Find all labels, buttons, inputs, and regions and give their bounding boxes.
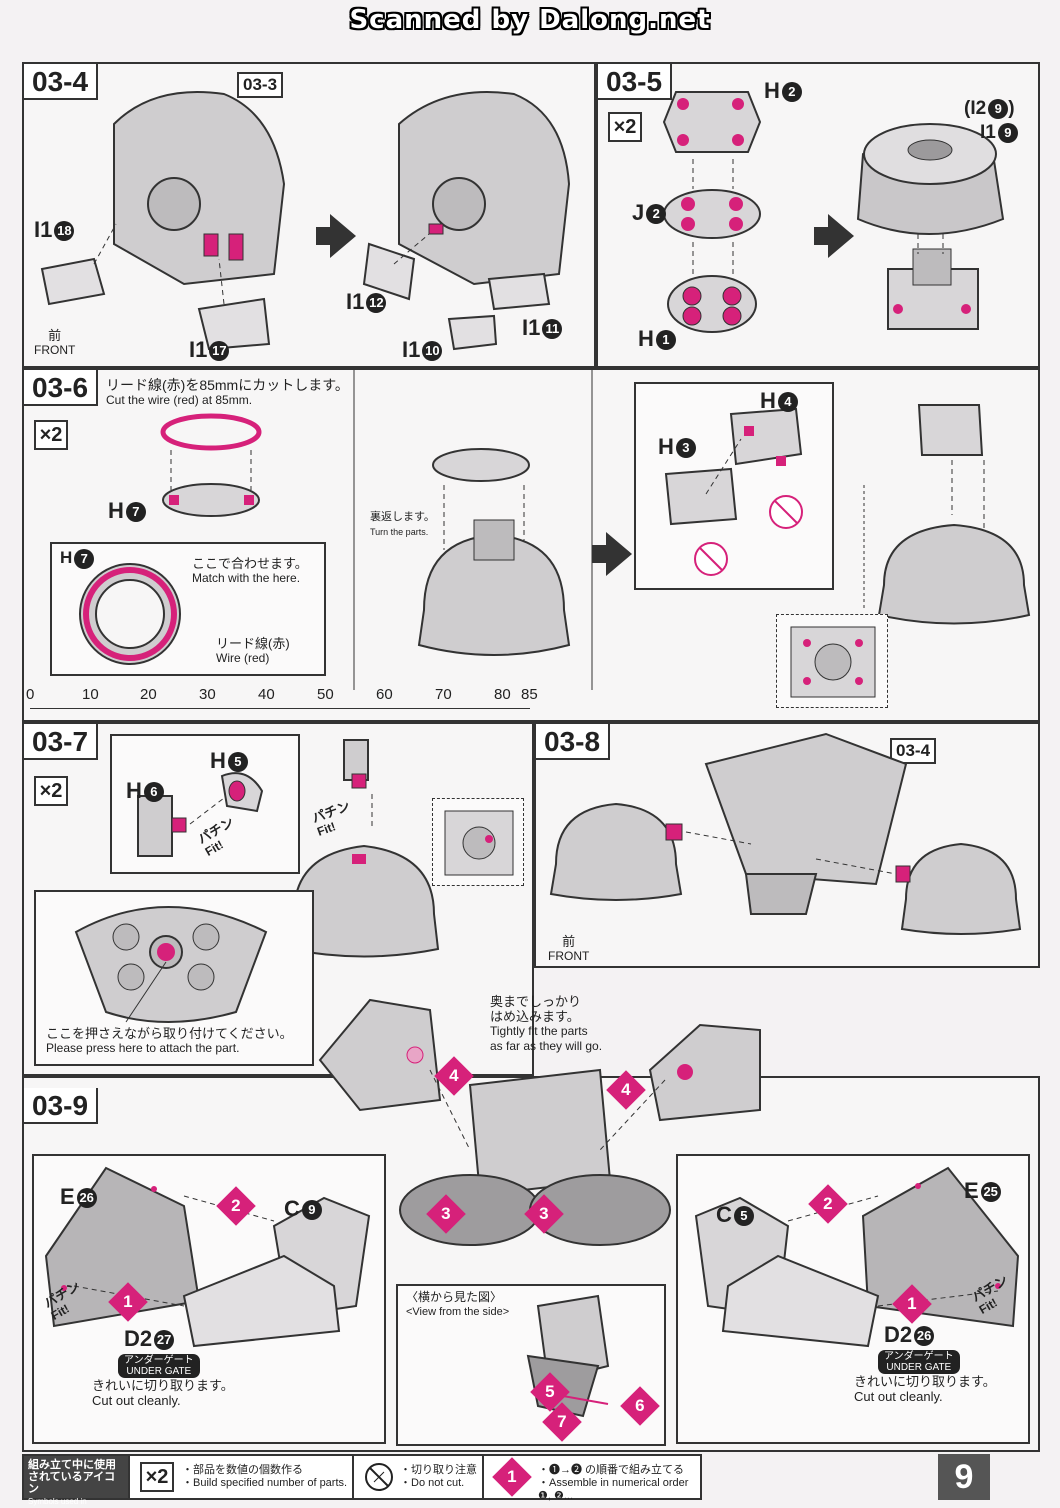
build-x2-icon: ×2 xyxy=(34,420,68,450)
reference-step: 03-4 xyxy=(890,738,937,764)
order-number-icon: 1 xyxy=(492,1457,532,1497)
turn-parts-instruction: 裏返します。Turn the parts. xyxy=(370,511,435,537)
ruler-mark: 50 xyxy=(317,686,334,703)
ruler-mark: 0 xyxy=(26,686,35,703)
build-x2-icon: ×2 xyxy=(34,776,68,806)
step-number: 03-5 xyxy=(598,64,673,100)
build-x2-icon: ×2 xyxy=(608,112,642,142)
press-instruction: ここを押さえながら取り付けてください。Please press here to … xyxy=(46,1026,293,1055)
reference-step: 03-3 xyxy=(237,72,284,98)
socket-detail-view xyxy=(432,798,524,886)
press-detail-illustration xyxy=(74,906,268,1023)
ruler-mark: 20 xyxy=(140,686,157,703)
base-assembly-illustration xyxy=(288,739,440,958)
side-view-caption: 〈横から見た図〉<View from the side> xyxy=(406,1290,510,1318)
right-skirt-illustration xyxy=(694,1166,1020,1348)
ruler-mark: 70 xyxy=(435,686,452,703)
legend-do-not-cut: ・切り取り注意・Do not cut. xyxy=(354,1456,484,1498)
vernier-assembly-illustration xyxy=(662,91,1005,333)
next-arrow xyxy=(316,214,356,258)
leg-attachment-illustration xyxy=(549,732,1022,935)
ruler-mark: 30 xyxy=(199,686,216,703)
socket-detail-illustration xyxy=(444,810,514,876)
page-number: 9 xyxy=(938,1454,990,1500)
scan-watermark: Scanned by Dalong.net xyxy=(0,0,1060,40)
cut-cleanly-instruction: きれいに切り取ります。Cut out cleanly. xyxy=(854,1374,996,1404)
ruler-mark: 40 xyxy=(258,686,275,703)
step-03-6: 03-6 ×2 リード線(赤)を85mmにカットします。Cut the wire… xyxy=(22,368,1040,722)
build-x2-icon: ×2 xyxy=(140,1462,174,1492)
ring-detail-illustration xyxy=(79,563,181,665)
ruler-mark: 10 xyxy=(82,686,99,703)
legend-assembly-order: 1 ・❶→❷ の順番で組み立てる・Assemble in numerical o… xyxy=(484,1456,700,1502)
cut-wire-instruction: リード線(赤)を85mmにカットします。Cut the wire (red) a… xyxy=(106,377,349,408)
wire-length-ruler: 0 10 20 30 40 50 60 70 80 85 xyxy=(26,686,538,716)
step-number: 03-7 xyxy=(24,724,99,760)
wire-label: リード線(赤)Wire (red) xyxy=(216,636,290,665)
next-arrow xyxy=(814,214,854,258)
side-view-inset: 〈横から見た図〉<View from the side> xyxy=(396,1284,666,1446)
next-arrow xyxy=(592,532,632,576)
ruler-line xyxy=(30,708,530,709)
wire-ring-illustration xyxy=(160,370,1031,690)
ruler-mark: 85 xyxy=(521,686,538,703)
press-detail-inset: ここを押さえながら取り付けてください。Please press here to … xyxy=(34,890,314,1066)
h3-h4-illustration xyxy=(664,407,803,576)
ruler-mark: 60 xyxy=(376,686,393,703)
step-number: 03-9 xyxy=(24,1088,99,1124)
step-number: 03-4 xyxy=(24,64,99,100)
legend-build-count: ×2 ・部品を数値の個数作る・Build specified number of… xyxy=(130,1456,354,1498)
no-cut-icon xyxy=(365,1463,393,1491)
watermark-text: Scanned by Dalong.net xyxy=(349,5,711,35)
socket-detail-illustration xyxy=(790,626,876,698)
step-number: 03-6 xyxy=(24,370,99,406)
cut-cleanly-instruction: きれいに切り取ります。Cut out cleanly. xyxy=(92,1378,234,1408)
match-instruction: ここで合わせます。Match with the here. xyxy=(192,556,308,585)
torso-assembly-illustration xyxy=(40,91,571,351)
step-number: 03-8 xyxy=(536,724,611,760)
socket-detail-view xyxy=(776,614,888,708)
ruler-mark: 80 xyxy=(494,686,511,703)
